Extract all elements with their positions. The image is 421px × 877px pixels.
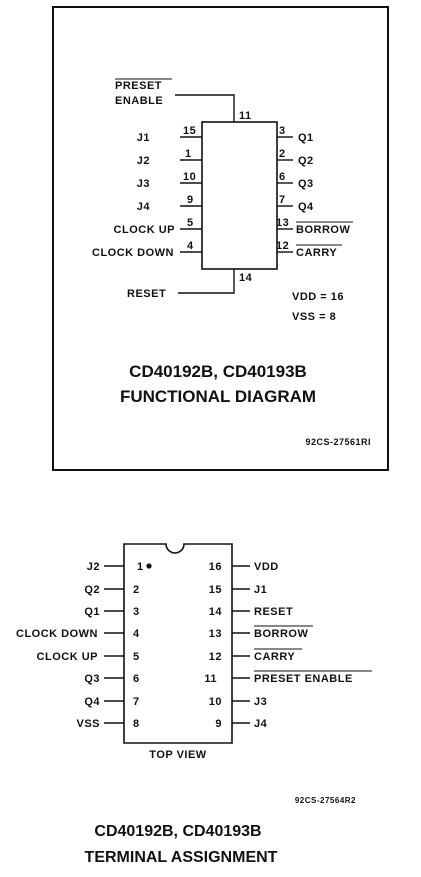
output-pin-carry: 12	[276, 240, 289, 252]
dip-label-borrow: BORROW	[254, 628, 308, 640]
input-pin-j4: 9	[187, 194, 194, 206]
dip-label-vdd: VDD	[254, 561, 279, 573]
dip-label-q1: Q1	[84, 606, 100, 618]
output-label-q1: Q1	[298, 132, 314, 144]
vdd-equals: =	[317, 291, 331, 303]
input-label-clock-up: CLOCK UP	[114, 224, 175, 236]
dip-label-j4: J4	[254, 718, 268, 730]
dip-label-q4: Q4	[84, 696, 100, 708]
input-pin-clock-down: 4	[187, 240, 194, 252]
output-label-q3: Q3	[298, 178, 314, 190]
dip-package-outline	[123, 543, 233, 744]
dip-right-pins: 16 VDD 15 J1 14 RESET 13 BORROW 12 CARRY…	[204, 561, 372, 730]
vss-pin-value: 8	[330, 311, 337, 323]
functional-title-line2: FUNCTIONAL DIAGRAM	[120, 387, 316, 406]
input-pin-j2: 1	[185, 148, 192, 160]
dip-pin-14: 14	[209, 606, 223, 618]
dip-pin-11: 11	[204, 673, 217, 685]
vss-equals: =	[316, 311, 330, 323]
output-pin-q4: 7	[279, 194, 286, 206]
output-pin-q3: 6	[279, 171, 286, 183]
input-label-clock-down: CLOCK DOWN	[92, 247, 174, 259]
output-pin-borrow: 13	[276, 217, 289, 229]
output-label-q4: Q4	[298, 201, 314, 213]
dip-pin-5: 5	[133, 651, 140, 663]
dip-pin-7: 7	[133, 696, 140, 708]
dip-pin-2: 2	[133, 584, 140, 596]
terminal-drawing-code: 92CS-27564R2	[295, 796, 356, 805]
reset-label: RESET	[127, 288, 166, 300]
functional-right-pins: 3 Q1 2 Q2 6 Q3 7 Q4 13 BORROW 12 CARRY	[276, 125, 353, 259]
functional-drawing-code: 92CS-27561RI	[305, 437, 371, 447]
dip-pin-4: 4	[133, 628, 140, 640]
pin1-indicator-dot	[146, 563, 152, 569]
vss-label: VSS	[292, 311, 316, 323]
dip-label-j2: J2	[87, 561, 100, 573]
preset-enable-wire	[175, 94, 235, 122]
dip-label-clock-down: CLOCK DOWN	[16, 628, 98, 640]
dip-label-carry: CARRY	[254, 651, 295, 663]
functional-diagram-frame	[52, 6, 389, 471]
output-pin-q2: 2	[279, 148, 286, 160]
input-label-j2: J2	[137, 155, 150, 167]
output-label-borrow: BORROW	[296, 224, 350, 236]
functional-left-pins: J1 15 J2 1 J3 10 J4 9 CLOCK UP 5 CLOCK D…	[92, 125, 202, 259]
dip-left-pins: J2 1 Q2 2 Q1 3 CLOCK DOWN 4 CLOCK UP 5 Q…	[16, 561, 144, 730]
dip-pin-3: 3	[133, 606, 140, 618]
input-label-j1: J1	[137, 132, 150, 144]
reset-pin-number: 14	[239, 272, 253, 284]
counter-chip-body	[201, 121, 278, 270]
vdd-label: VDD	[292, 291, 317, 303]
dip-pin-9: 9	[215, 718, 222, 730]
dip-pin-13: 13	[209, 628, 222, 640]
functional-diagram: PRESET ENABLE 11 J1 15 J2 1 J3 10 J4 9 C…	[52, 6, 389, 471]
output-label-q2: Q2	[298, 155, 314, 167]
input-pin-j3: 10	[183, 171, 196, 183]
output-label-carry: CARRY	[296, 247, 337, 259]
input-pin-j1: 15	[183, 125, 196, 137]
input-pin-clock-up: 5	[187, 217, 194, 229]
dip-label-preset-enable: PRESET ENABLE	[254, 673, 353, 685]
input-label-j3: J3	[137, 178, 150, 190]
dip-pin-12: 12	[209, 651, 222, 663]
dip-pin-1: 1	[137, 561, 144, 573]
preset-enable-label-line1: PRESET	[115, 80, 162, 92]
terminal-title-line2: TERMINAL ASSIGNMENT	[85, 849, 278, 866]
dip-pin-10: 10	[209, 696, 222, 708]
terminal-title-line1: CD40192B, CD40193B	[94, 823, 261, 840]
dip-label-clock-up: CLOCK UP	[37, 651, 98, 663]
top-view-label: TOP VIEW	[149, 749, 207, 761]
dip-label-q3: Q3	[84, 673, 100, 685]
dip-pin-16: 16	[209, 561, 222, 573]
reset-wire	[178, 269, 235, 294]
functional-title-line1: CD40192B, CD40193B	[129, 362, 307, 381]
vss-supply-text: VSS = 8	[292, 311, 336, 323]
dip-pin-8: 8	[133, 718, 140, 730]
dip-label-vss: VSS	[76, 718, 100, 730]
preset-enable-pin-number: 11	[239, 110, 252, 122]
preset-enable-label-line2: ENABLE	[115, 95, 163, 107]
dip-label-j1: J1	[254, 584, 267, 596]
dip-pin-6: 6	[133, 673, 140, 685]
vdd-pin-value: 16	[331, 291, 344, 303]
output-pin-q1: 3	[279, 125, 286, 137]
terminal-assignment: J2 1 Q2 2 Q1 3 CLOCK DOWN 4 CLOCK UP 5 Q…	[16, 543, 372, 866]
vdd-supply-text: VDD = 16	[292, 291, 344, 303]
dip-label-j3: J3	[254, 696, 267, 708]
dip-pin-15: 15	[209, 584, 222, 596]
dip-label-reset: RESET	[254, 606, 293, 618]
dip-label-q2: Q2	[84, 584, 100, 596]
input-label-j4: J4	[137, 201, 151, 213]
